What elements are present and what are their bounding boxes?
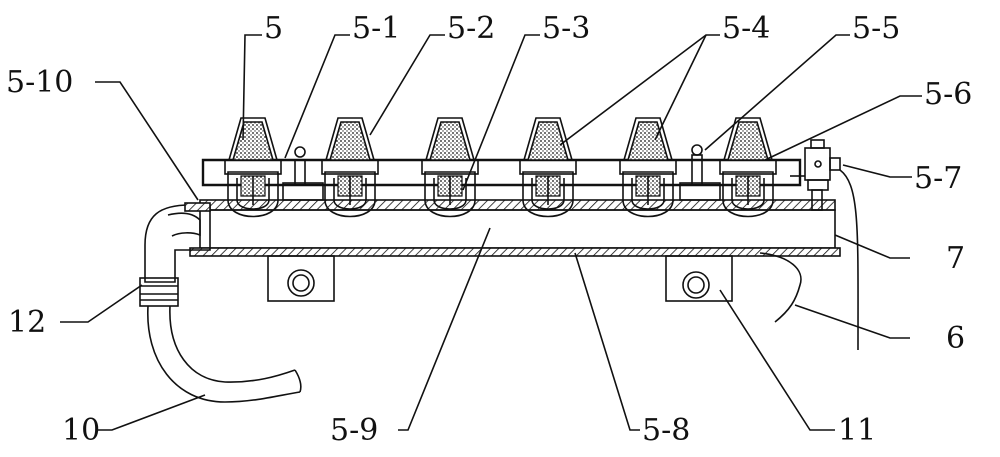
label-5-3: 5-3	[542, 11, 590, 46]
post-5-1	[283, 147, 323, 200]
label-5-1: 5-1	[352, 11, 400, 46]
label-11: 11	[838, 413, 876, 448]
label-5-8: 5-8	[642, 413, 690, 448]
label-5-5: 5-5	[852, 11, 900, 46]
wire-6	[760, 253, 801, 322]
label-5-6: 5-6	[924, 77, 972, 112]
label-5-4: 5-4	[722, 11, 770, 46]
cover-plate	[203, 160, 800, 185]
label-5: 5	[264, 11, 283, 46]
label-5-2: 5-2	[447, 11, 495, 46]
label-7: 7	[946, 241, 965, 276]
label-5-7: 5-7	[914, 161, 962, 196]
mount-block-left	[268, 256, 334, 301]
label-12: 12	[8, 305, 46, 340]
pipe-bottom-wall-5-8	[190, 248, 840, 256]
label-10: 10	[62, 413, 100, 448]
label-5-9: 5-9	[330, 413, 378, 448]
hose-10	[148, 306, 301, 402]
label-5-10: 5-10	[6, 65, 73, 100]
post-5-5	[680, 145, 720, 200]
label-6: 6	[946, 321, 965, 356]
